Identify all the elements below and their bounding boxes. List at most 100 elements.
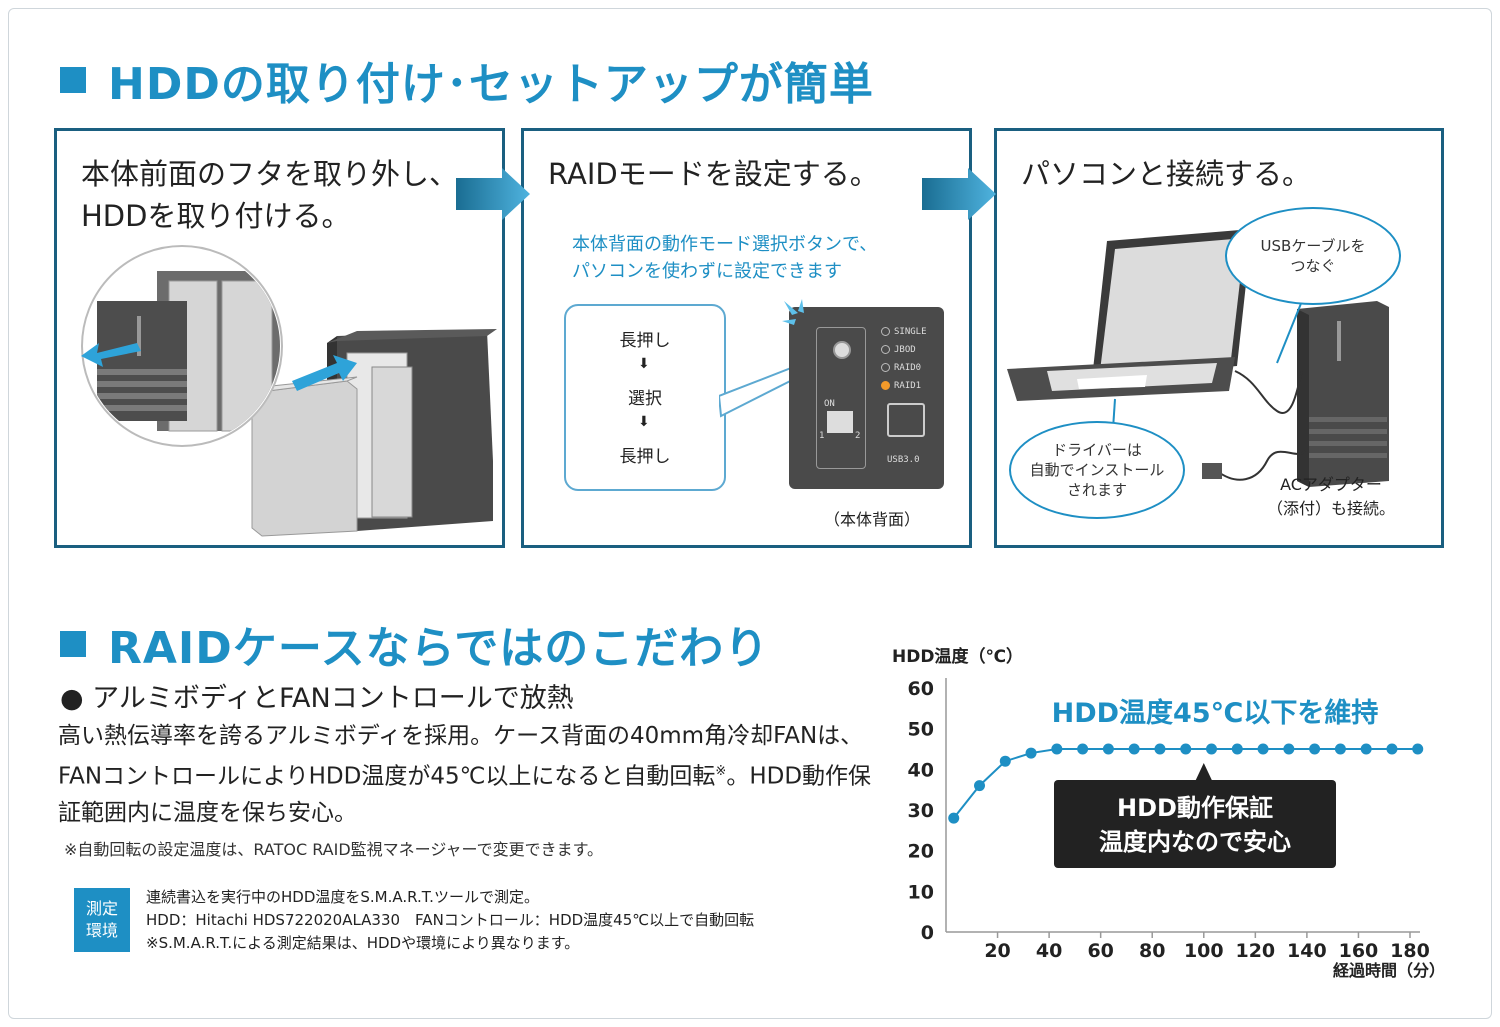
data-point [1128,743,1140,755]
y-axis-label: HDD温度（℃） [892,646,1023,667]
x-tick-label: 140 [1287,940,1327,962]
data-point [1309,743,1321,755]
step3-title: パソコンと接続する。 [1021,157,1312,191]
data-point [1077,743,1089,755]
footnote: ※自動回転の設定温度は、RATOC RAID監視マネージャーで変更できます。 [64,840,603,859]
x-tick-label: 60 [1087,940,1113,962]
x-tick-label: 120 [1235,940,1275,962]
section2-title-text: RAIDケースならではのこだわり [108,623,770,674]
section2-title: RAIDケースならではのこだわり [60,612,769,676]
usb-bubble: USBケーブルを つなぐ [1225,207,1401,305]
data-point [999,755,1011,767]
switch-on-label: ON [824,399,835,409]
y-tick-label: 20 [908,841,934,863]
x-tick-label: 20 [984,940,1010,962]
annotation-box-line2: 温度内なので安心 [1099,828,1291,856]
x-tick-label: 100 [1184,940,1224,962]
ac-adapter-note: ACアダプター （添付）も接続。 [1267,475,1396,518]
data-point [1257,743,1269,755]
feature-body: 高い熱伝導率を誇るアルミボディを採用。ケース背面の40mm角冷却FANは、FAN… [58,723,872,826]
step2-note: 本体背面の動作モード選択ボタンで、 パソコンを使わずに設定できます [572,234,878,282]
x-tick-label: 80 [1139,940,1165,962]
section1-title-text: HDDの取り付け･セットアップが簡単 [108,59,874,110]
x-tick-label: 180 [1390,940,1430,962]
laptop-icon [1007,229,1252,401]
data-point [948,812,960,824]
mode-lamp-raid1: RAID1 [881,381,921,391]
ac-adapter-icon [1202,463,1222,479]
step1-title: 本体前面のフタを取り外し、 HDDを取り付ける。 [81,157,459,233]
measure-badge: 測定 環境 [74,888,130,952]
annotation-pointer [1195,763,1212,780]
laptop-connection-illustration [1007,229,1389,487]
ac-cable-icon [1216,450,1306,481]
x-axis-label: 経過時間（分） [1333,961,1445,980]
square-bullet-icon [60,631,86,657]
y-tick-label: 50 [908,719,934,741]
raid-case-icon [1297,301,1389,487]
y-tick-label: 40 [908,759,934,781]
data-point [1231,743,1243,755]
press-flash-icon [782,299,804,325]
data-point [1386,743,1398,755]
data-point [1180,743,1192,755]
mode-lamp-jbod: JBOD [881,345,916,355]
hdd-install-illustration [81,245,497,537]
measure-text: 連続書込を実行中のHDD温度をS.M.A.R.T.ツールで測定。 HDD：Hit… [146,888,755,952]
data-point [974,780,986,792]
step2-panel: RAIDモードを設定する。 本体背面の動作モード選択ボタンで、 パソコンを使わず… [521,128,972,548]
down-arrow-icon: ⬇ [638,414,650,430]
page-frame [8,8,1492,1019]
data-point [1102,743,1114,755]
usb-cable-icon [1234,370,1303,414]
data-point [1283,743,1295,755]
switch-pos-2: 2 [855,431,861,441]
procedure-step-2: 選択 [628,389,662,409]
data-point [1154,743,1166,755]
port-label: USB3.0 [887,455,920,465]
data-point [1025,747,1037,759]
dip-switch [827,411,853,433]
section1-title: HDDの取り付け･セットアップが簡単 [60,48,874,112]
square-bullet-icon [60,67,86,93]
mode-button-circle [833,341,851,359]
procedure-step-1: 長押し [619,331,671,351]
step-arrow-icon [922,168,996,220]
hdd-drive-icon [251,376,358,537]
usb-port-icon [887,403,925,437]
data-point [1334,743,1346,755]
annotation-box [1054,780,1336,868]
usb-callout-line [1276,300,1303,364]
insert-arrow-icon [292,355,357,391]
mode-lamp-single: SINGLE [881,327,927,337]
driver-bubble: ドライバーは 自動でインストール されます [1009,421,1185,519]
remove-cover-arrow-icon [81,343,141,367]
step2-title: RAIDモードを設定する。 [548,157,879,191]
temperature-chart: HDD温度（℃） 0 10 20 30 40 50 60 20 40 60 80 100 120 140 16… [892,646,1445,980]
rear-panel: ON 1 2 SINGLE JBOD RAID0 RAID1 USB3.0 [789,307,944,489]
data-point [1412,743,1424,755]
y-tick-label: 10 [908,881,934,903]
step1-panel: 本体前面のフタを取り外し、 HDDを取り付ける。 [54,128,505,548]
front-cover-zoom-icon [81,245,283,447]
step-arrow-icon [456,168,530,220]
y-tick-label: 0 [921,922,934,944]
y-tick-label: 60 [908,678,934,700]
data-point [1051,743,1063,755]
step3-panel: パソコンと接続する。 USBケーブルを つなぐ ドライバーは 自動でインストール… [994,128,1444,548]
annotation-main: HDD温度45℃以下を維持 [1052,697,1379,729]
data-point [1360,743,1372,755]
switch-pos-1: 1 [819,431,825,441]
feature-bullet: ● アルミボディとFANコントロールで放熱 [60,683,574,714]
mode-lamp-raid0: RAID0 [881,363,921,373]
data-point [1206,743,1218,755]
mode-button [816,327,866,469]
down-arrow-icon: ⬇ [638,356,650,372]
procedure-box: 長押し ⬇ 選択 ⬇ 長押し [564,304,726,491]
y-tick-label: 30 [908,800,934,822]
annotation-box-line1: HDD動作保証 [1117,794,1273,822]
x-tick-label: 160 [1339,940,1379,962]
note-mark: ※ [715,764,727,779]
rear-caption: （本体背面） [824,510,921,529]
x-tick-label: 40 [1036,940,1062,962]
